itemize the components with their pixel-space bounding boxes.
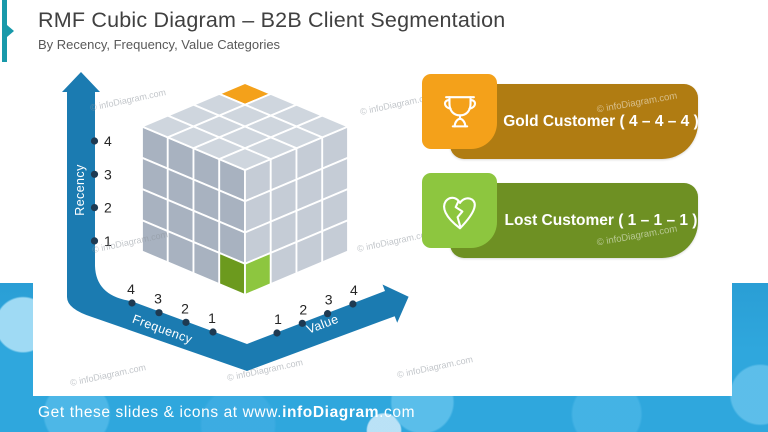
slide-subtitle: By Recency, Frequency, Value Categories bbox=[38, 37, 281, 52]
cube-cell bbox=[218, 147, 272, 171]
tick-label: 3 bbox=[325, 292, 333, 308]
tick-dot bbox=[90, 137, 99, 145]
tick-dot bbox=[90, 237, 99, 245]
lost-icon-tile bbox=[422, 173, 497, 248]
gold-customer-label: Gold Customer ( 4 – 4 – 4 ) bbox=[503, 112, 699, 130]
tick-dot bbox=[298, 319, 306, 327]
footer-suffix: .com bbox=[379, 404, 416, 421]
tick-label: 2 bbox=[181, 300, 189, 316]
tick-label: 3 bbox=[104, 166, 112, 182]
tick-dot bbox=[90, 204, 99, 212]
tick-label: 1 bbox=[274, 311, 282, 327]
footer-prefix: Get these slides & icons at www. bbox=[38, 404, 283, 421]
tick-label: 1 bbox=[104, 233, 112, 249]
footer-promo: Get these slides & icons at www.infoDiag… bbox=[38, 404, 415, 422]
teal-accent-mark bbox=[2, 0, 14, 62]
gold-icon-tile bbox=[422, 74, 497, 149]
recency-axis-label: Recency bbox=[73, 164, 87, 216]
tick-dot bbox=[90, 170, 99, 178]
tick-dot bbox=[128, 299, 136, 307]
lost-customer-label: Lost Customer ( 1 – 1 – 1 ) bbox=[504, 211, 698, 229]
tick-dot bbox=[324, 310, 332, 318]
cube-cell bbox=[321, 219, 349, 264]
trophy-icon bbox=[443, 95, 476, 127]
tick-label: 4 bbox=[104, 133, 112, 149]
legend-item-gold-customer: Gold Customer ( 4 – 4 – 4 ) bbox=[422, 73, 703, 163]
tick-label: 1 bbox=[208, 310, 216, 326]
tick-dot bbox=[182, 318, 190, 326]
axis-ticks: 4 3 2 1 4 3 2 1 1 2 3 4 bbox=[90, 133, 358, 337]
footer-brand: infoDiagram bbox=[282, 404, 380, 421]
tick-dot bbox=[273, 329, 281, 337]
tick-dot bbox=[155, 309, 163, 317]
tick-label: 4 bbox=[127, 281, 135, 297]
tick-label: 4 bbox=[350, 282, 358, 298]
broken-heart-icon bbox=[442, 196, 476, 229]
tick-label: 2 bbox=[104, 200, 112, 216]
tick-dot bbox=[349, 300, 357, 308]
tick-label: 3 bbox=[154, 291, 162, 307]
slide-title: RMF Cubic Diagram – B2B Client Segmentat… bbox=[38, 8, 506, 32]
legend-item-lost-customer: Lost Customer ( 1 – 1 – 1 ) bbox=[422, 172, 703, 262]
tick-label: 2 bbox=[299, 301, 307, 317]
cube bbox=[141, 82, 349, 296]
tick-dot bbox=[209, 328, 217, 336]
